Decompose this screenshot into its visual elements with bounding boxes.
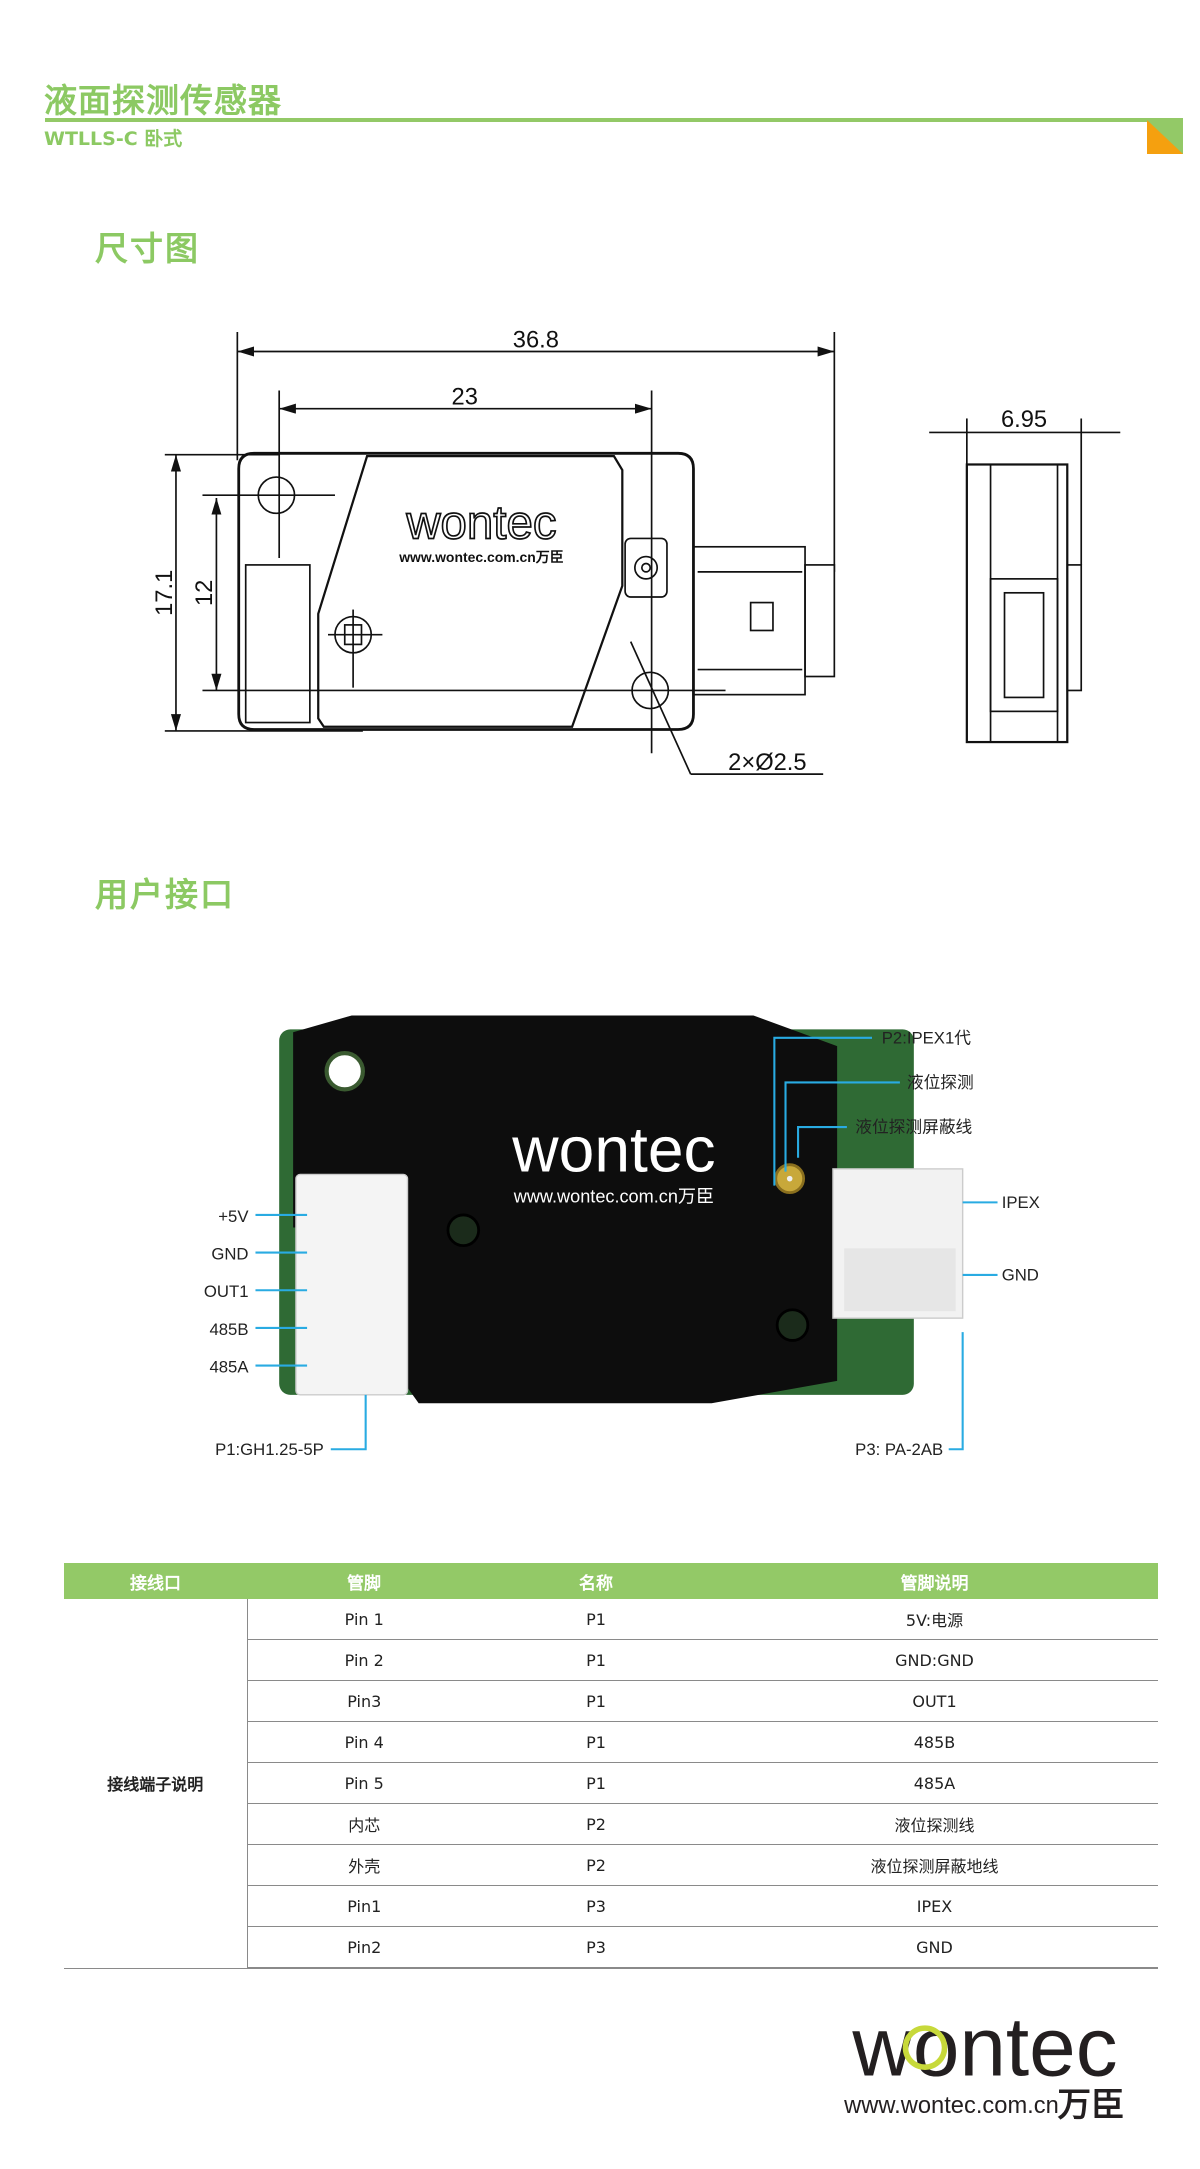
dimension-drawing [164,331,1121,775]
pin-label-485b: 485B [209,1320,248,1339]
section-title-dimensions: 尺寸图 [95,229,200,268]
cell-name: P1 [481,1599,711,1640]
dim-overall-length: 36.8 [513,327,559,353]
col-header-pin: 管脚 [247,1563,481,1599]
footer-logo: wontec www.wontec.com.cn 万臣 [843,2000,1124,2124]
port-label: 接线端子说明 [64,1599,248,1969]
cell-name: P1 [481,1680,711,1722]
cell-name: P2 [481,1844,711,1886]
footer-logo-text: wontec [851,2000,1117,2094]
cell-name: P3 [481,1885,711,1927]
footer-url: www.wontec.com.cn [843,2093,1059,2119]
table-header-row: 接线口 管脚 名称 管脚说明 [64,1563,1158,1599]
probe-label: 液位探测 [907,1073,974,1092]
cell-pin: Pin 1 [247,1599,481,1640]
cell-pin: Pin 5 [247,1762,481,1804]
cell-desc: 5V:电源 [711,1599,1158,1640]
cell-desc: 485A [711,1762,1158,1804]
pin-label-5v: +5V [218,1207,249,1226]
title-rule [45,118,1183,122]
dim-height: 17.1 [152,570,178,616]
cell-pin: Pin2 [247,1926,481,1969]
drawing-logo-url: www.wontec.com.cn万臣 [398,549,563,565]
footer-brand-cn: 万臣 [1058,2087,1125,2124]
cell-name: P1 [481,1762,711,1804]
cell-name: P1 [481,1721,711,1763]
cell-desc: IPEX [711,1885,1158,1927]
dim-hole-spacing-x: 23 [452,385,478,411]
pin-label-gnd: GND [211,1245,248,1264]
p3-pin-gnd: GND [1002,1265,1039,1284]
pin-label-out1: OUT1 [204,1282,249,1301]
cell-desc: 液位探测线 [711,1803,1158,1845]
cell-pin: Pin 4 [247,1721,481,1763]
col-header-name: 名称 [481,1563,711,1599]
dim-hole-spacing-y: 12 [192,580,218,606]
section-title-interface: 用户接口 [95,875,235,914]
drawing-logo: wontec [405,496,556,549]
page-subtitle: WTLLS-C 卧式 [44,128,183,150]
p2-label: P2:IPEX1代 [882,1028,971,1047]
p1-label: P1:GH1.25-5P [215,1440,324,1459]
cell-pin: 外壳 [247,1844,481,1886]
cell-desc: 液位探测屏蔽地线 [711,1844,1158,1886]
logo-swirl-icon [902,2025,948,2070]
cell-name: P2 [481,1803,711,1845]
cell-desc: 485B [711,1721,1158,1763]
p3-label: P3: PA-2AB [855,1440,943,1459]
p3-pin-ipex: IPEX [1002,1193,1040,1212]
dim-thickness: 6.95 [1001,407,1047,433]
cell-pin: Pin1 [247,1885,481,1927]
cell-desc: GND [711,1926,1158,1969]
col-header-port: 接线口 [64,1563,247,1599]
cell-desc: OUT1 [711,1680,1158,1722]
cell-pin: Pin 2 [247,1639,481,1681]
cell-pin: 内芯 [247,1803,481,1845]
product-photo: wontec www.wontec.com.cn万臣 [279,1015,964,1404]
dim-hole-note: 2×Ø2.5 [728,750,806,776]
corner-accent-icon [1147,120,1183,154]
cell-pin: Pin3 [247,1680,481,1722]
page-title: 液面探测传感器 [44,81,282,120]
photo-logo-url: www.wontec.com.cn万臣 [513,1186,714,1206]
cell-desc: GND:GND [711,1639,1158,1681]
leader-lines [255,1036,998,1451]
probe-shield-label: 液位探测屏蔽线 [855,1118,972,1137]
cell-name: P3 [481,1926,711,1969]
pin-label-485a: 485A [209,1358,249,1377]
col-header-desc: 管脚说明 [711,1563,1158,1599]
cell-name: P1 [481,1639,711,1681]
photo-logo: wontec [511,1114,715,1186]
